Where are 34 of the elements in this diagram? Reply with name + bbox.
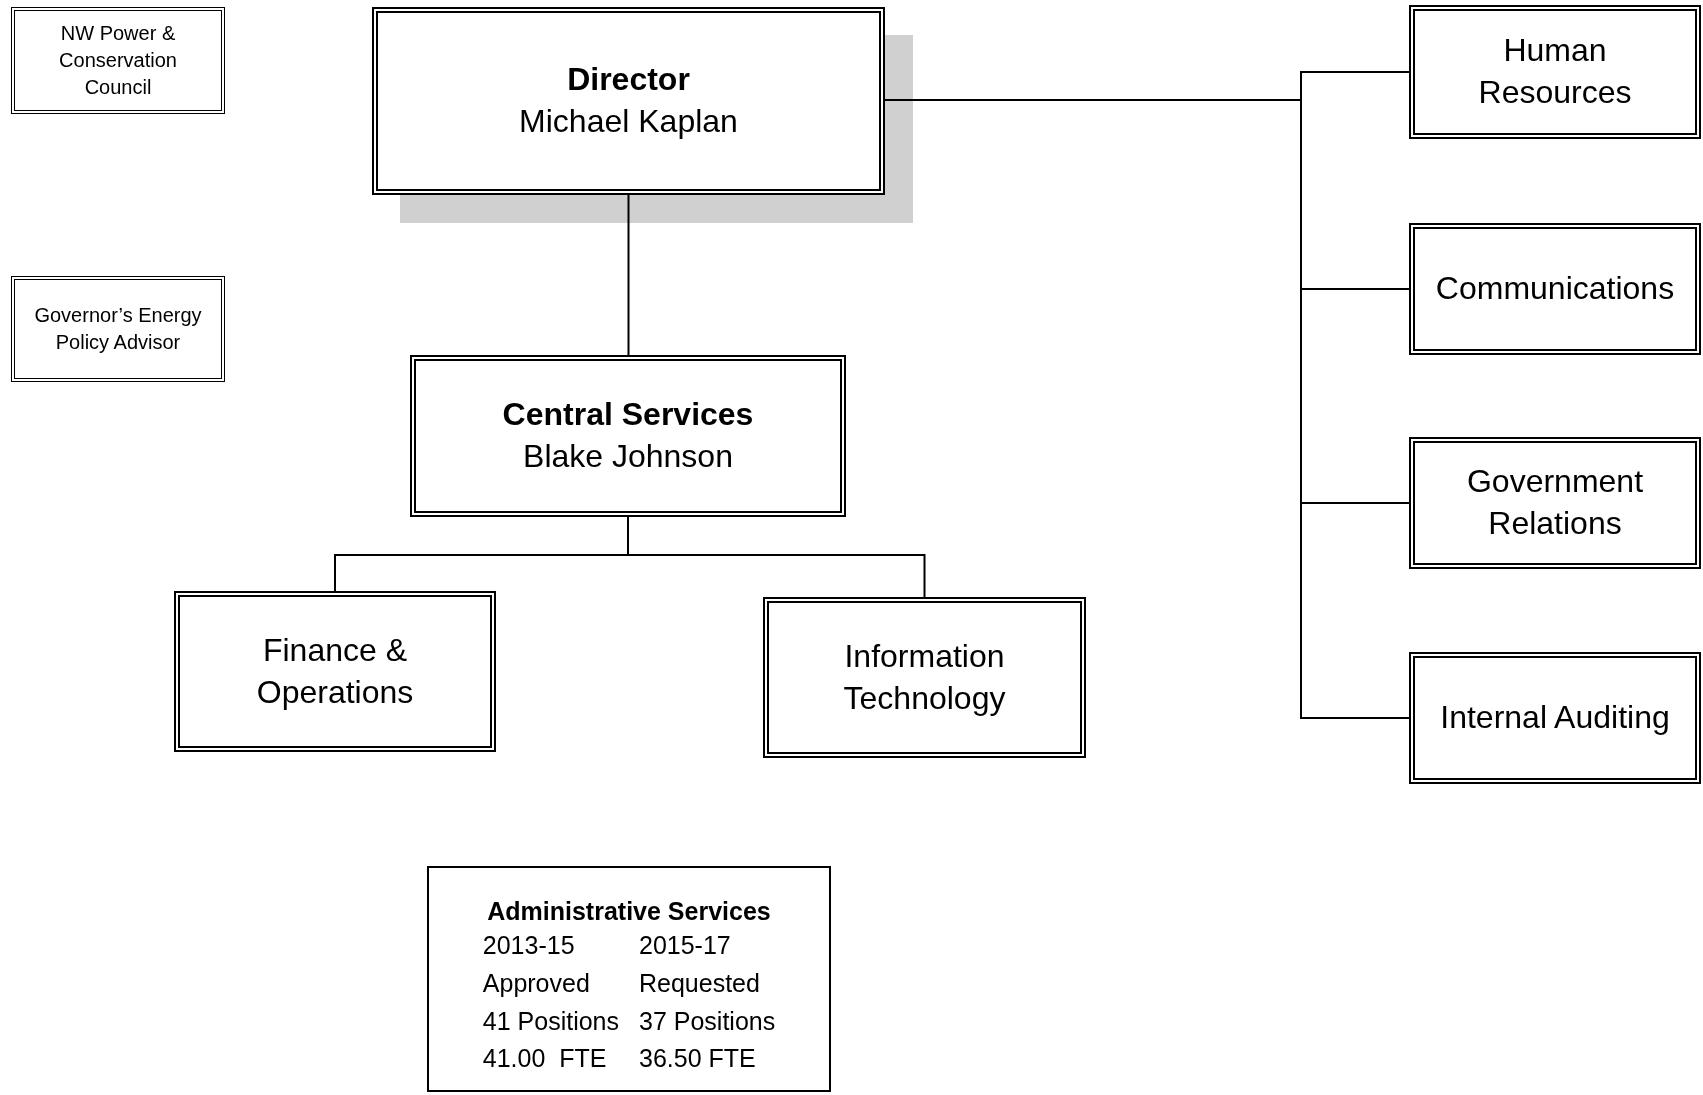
table-cell-text: 37 Positions (639, 1005, 776, 1037)
org-box (1409, 5, 1701, 139)
org-box (410, 355, 846, 517)
box-label: Finance & Operations (255, 630, 415, 712)
table-title: Administrative Services (487, 896, 771, 927)
summary-table (427, 866, 831, 1092)
box-label: Government Relations (1465, 462, 1645, 543)
node-name: Michael Kaplan (519, 102, 738, 141)
table-cell-text: Requested (639, 967, 760, 999)
org-box (763, 597, 1086, 758)
connector-line (627, 516, 926, 598)
org-box (11, 276, 225, 382)
connector-line (627, 194, 630, 356)
box-label: Governor’s Energy Policy Advisor (33, 303, 203, 355)
org-box (1409, 652, 1701, 784)
box-label: NW Power & Conservation Council (58, 21, 178, 100)
org-box (1409, 223, 1701, 355)
node-name: Blake Johnson (523, 437, 733, 476)
table-cell-text: 41 Positions (482, 1005, 619, 1037)
org-box (1409, 437, 1701, 569)
box-label: Internal Auditing (1440, 698, 1670, 738)
box-label: Human Resources (1477, 31, 1633, 112)
table-cell-text: 2015-17 (639, 930, 731, 961)
box-label: Communications (1435, 269, 1675, 309)
table-cell-text: 36.50 FTE (639, 1043, 756, 1075)
box-label: Information Technology (842, 636, 1007, 718)
table-cell-text: 41.00 FTE (482, 1043, 607, 1075)
org-box (11, 7, 225, 114)
org-box (372, 7, 885, 195)
node-title: Central Services (502, 395, 754, 435)
table-cell-text: 2013-15 (482, 930, 575, 961)
org-box (174, 591, 496, 752)
table-cell-text: Approved (482, 967, 590, 999)
node-title: Director (567, 60, 690, 100)
